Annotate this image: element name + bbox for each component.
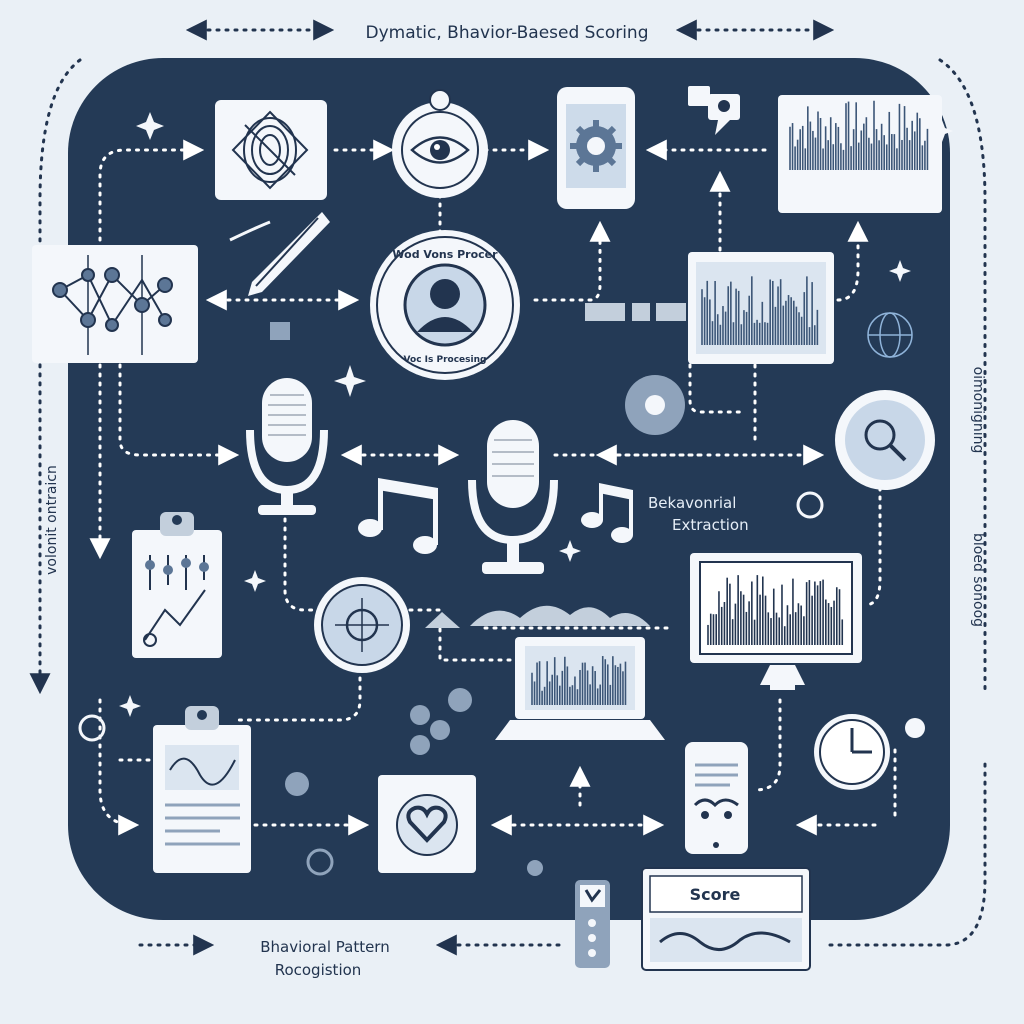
chat-bubble-icons: [688, 86, 740, 135]
music-note-icon: [358, 478, 633, 554]
pattern-label-line2: Rocogistion: [275, 961, 362, 979]
search-lens-badge: [314, 577, 410, 673]
mobile-icon: [693, 763, 739, 848]
score-card: Score: [641, 867, 811, 971]
sparkle-stars: [119, 112, 953, 717]
waveform-icon-2: [701, 276, 819, 345]
phone-gear-card: [557, 87, 635, 209]
globe-icon: [867, 312, 913, 358]
score-label: Score: [690, 885, 741, 904]
eye-icon: [410, 136, 470, 164]
extraction-label-line2: Extraction: [672, 516, 749, 534]
fingerprint-card: [215, 100, 327, 200]
user-profile-badge: Wod Vons Procer Voc Is Procesing: [370, 230, 520, 380]
magnifier-badge: [835, 390, 935, 490]
extraction-label-line1: Bekavonrial: [648, 494, 736, 512]
network-graph-icon: [52, 267, 173, 332]
clock-icon: [814, 714, 890, 790]
left-vertical-label: volonit ontraicn: [44, 465, 60, 575]
top-title: Dymatic, Bhavior-Baesed Scoring: [365, 23, 648, 43]
center-ring-top-label: Wod Vons Procer: [392, 248, 498, 261]
fingerprint-icon: [231, 110, 309, 190]
pen-icon: [229, 212, 330, 296]
monitor-card: [690, 553, 862, 690]
eye-badge: [392, 89, 488, 198]
connector-grid-icon: [270, 303, 686, 340]
user-profile-icon: [417, 279, 473, 332]
clipboard-chart-card: [132, 512, 222, 658]
report-clipboard-card: [153, 706, 251, 873]
pattern-label-line1: Bhavioral Pattern: [260, 938, 389, 956]
monitor-icon: [707, 575, 844, 645]
center-ring-bottom-label: Voc Is Procesing: [404, 355, 487, 365]
signal-wave-icon: [425, 605, 650, 628]
network-graph-card: [32, 245, 198, 363]
right-vertical-label-lower: bloed sonoog: [970, 533, 986, 627]
waveform-screen: [688, 252, 834, 364]
heart-icon: [406, 805, 448, 843]
disc-icon: [625, 375, 824, 519]
microphone-icon-left: [246, 378, 328, 515]
waveform-icon: [789, 100, 929, 170]
connector-arrows: [89, 139, 897, 836]
laptop-icon: [531, 656, 627, 705]
score-slider: [575, 880, 610, 968]
heart-card: [378, 775, 476, 873]
mobile-card: [685, 742, 748, 854]
laptop-card: [495, 637, 665, 740]
gear-icon: [570, 120, 622, 172]
decorative-dots: [78, 688, 925, 876]
waveform-card: [778, 95, 942, 213]
microphone-icon-center: [468, 420, 558, 574]
right-vertical-label-upper: oimonigning: [970, 367, 986, 454]
